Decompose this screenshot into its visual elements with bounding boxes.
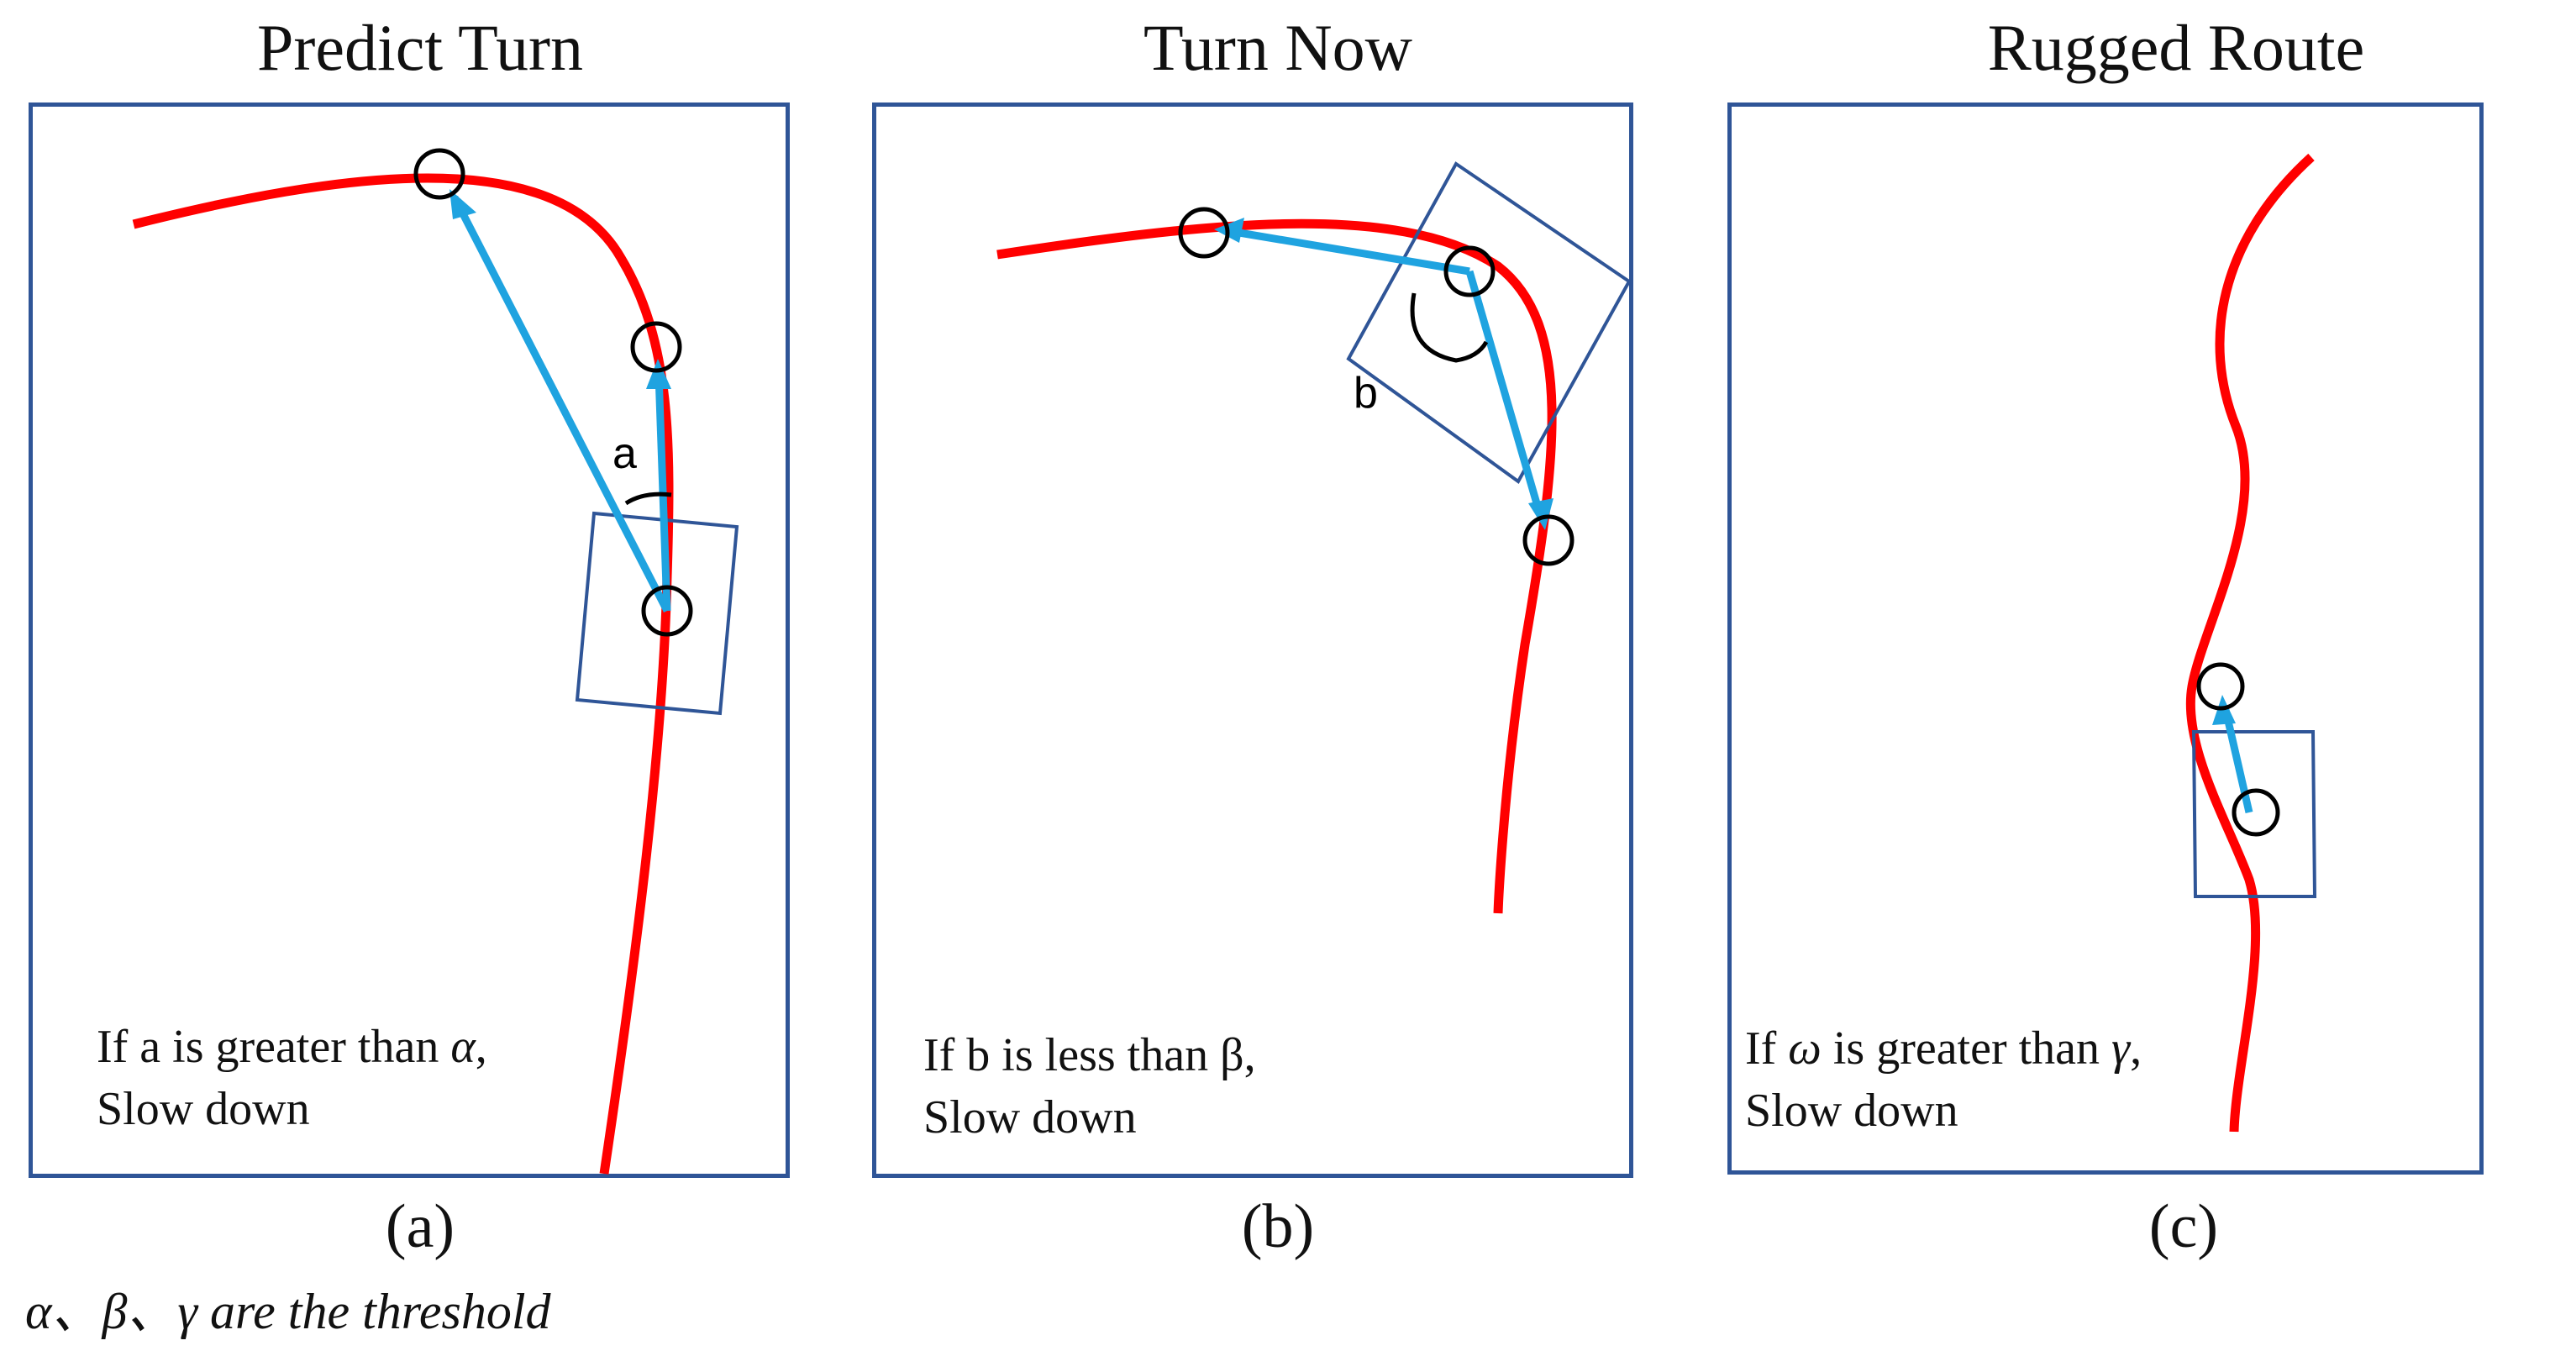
panel-c-diagram [2185, 153, 2317, 1133]
route-curve [132, 173, 674, 1175]
note-text: If [1745, 1022, 1789, 1075]
panel-b-frame: b If b is less than β, Slow down [872, 103, 1633, 1178]
threshold-symbol: β [1220, 1029, 1244, 1081]
arrowhead [1528, 498, 1553, 530]
vehicle-box [575, 511, 739, 716]
note-text: Slow down [97, 1083, 310, 1135]
note-text: , [2130, 1022, 2142, 1075]
vehicle-position-marker [2232, 788, 2280, 837]
panel-c-note: If ω is greater than γ, Slow down [1745, 1017, 2142, 1142]
waypoint-marker [2196, 662, 2245, 711]
note-text: If a is greater than [97, 1021, 451, 1073]
panel-c-frame: If ω is greater than γ, Slow down [1727, 103, 2484, 1175]
vehicle-position-marker [641, 585, 693, 637]
waypoint-marker [413, 148, 465, 200]
note-text: Slow down [1745, 1085, 1958, 1137]
arrowhead [646, 359, 671, 389]
lookahead-vector-far [450, 195, 671, 613]
note-text: , [475, 1021, 487, 1073]
waypoint-marker [1522, 514, 1575, 566]
note-text: is greater than [1821, 1022, 2112, 1075]
panel-c-caption: (c) [2148, 1192, 2219, 1261]
threshold-symbol: ω [1788, 1022, 1822, 1075]
threshold-symbol: γ [2111, 1022, 2131, 1075]
angle-b-label: b [1354, 369, 1378, 418]
arrowhead [449, 189, 476, 219]
panel-b-diagram: b [996, 161, 1632, 914]
angle-arc [624, 492, 672, 506]
panel-b-note: If b is less than β, Slow down [923, 1024, 1256, 1149]
vehicle-position-marker [1443, 245, 1496, 297]
vehicle-box [2191, 730, 2317, 898]
panel-a-frame: a If a is greater than α, Slow down [29, 103, 790, 1178]
lookahead-vector-near [1465, 270, 1544, 517]
threshold-symbol: α [450, 1021, 476, 1073]
waypoint-marker [630, 321, 682, 373]
note-text: Slow down [923, 1091, 1137, 1143]
panel-b-caption: (b) [1241, 1192, 1315, 1261]
threshold-footnote: α、β、γ are the threshold [25, 1284, 551, 1339]
angle-a-label: a [612, 429, 637, 478]
angle-arc [1410, 292, 1489, 363]
panel-c-title: Rugged Route [1987, 11, 2365, 84]
vehicle-box [1346, 161, 1632, 484]
route-curve [2185, 153, 2315, 1133]
waypoint-marker [1178, 207, 1230, 259]
note-text: , [1243, 1029, 1256, 1081]
panel-a-diagram: a [132, 148, 739, 1175]
note-text: If b is less than [923, 1029, 1221, 1081]
panel-a-caption: (a) [385, 1192, 455, 1261]
route-curve [996, 218, 1557, 914]
panel-a-note: If a is greater than α, Slow down [97, 1016, 487, 1140]
panel-a-title: Predict Turn [257, 11, 583, 84]
panel-b-title: Turn Now [1143, 11, 1413, 84]
lookahead-vector [2221, 708, 2253, 814]
lookahead-vector-far [1228, 227, 1470, 276]
